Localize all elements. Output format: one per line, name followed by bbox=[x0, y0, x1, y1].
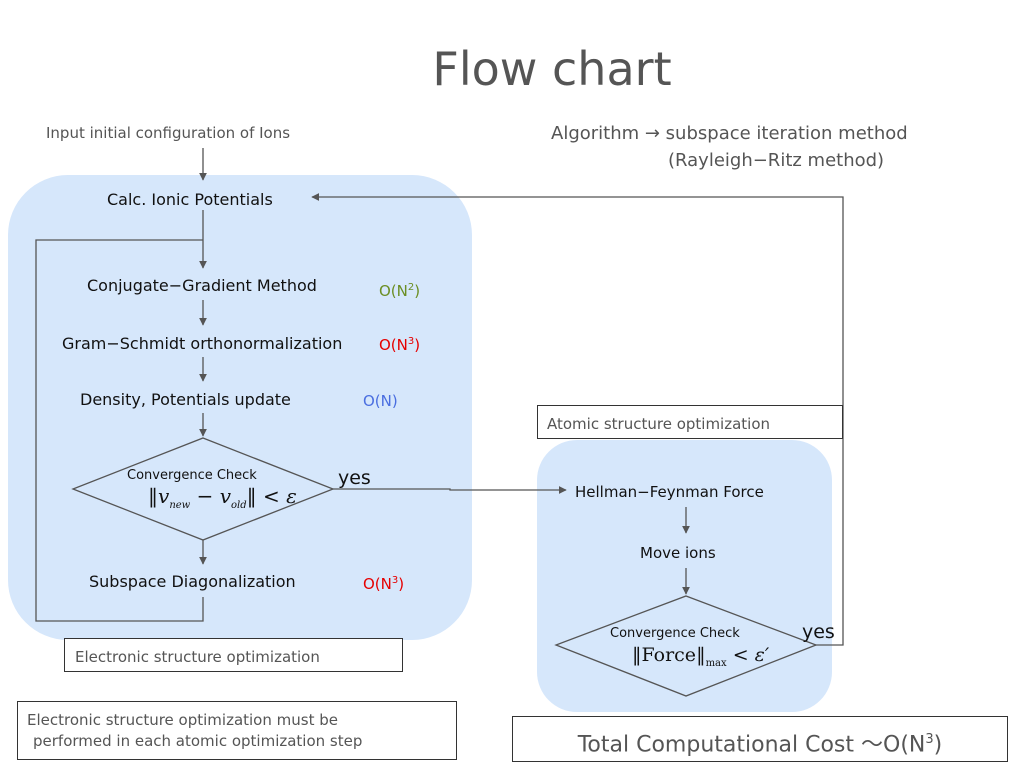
note-line-2: performed in each atomic optimization st… bbox=[33, 732, 363, 750]
step-conjugate-gradient: Conjugate−Gradient Method bbox=[87, 276, 317, 295]
algorithm-line-2: (Rayleigh−Ritz method) bbox=[668, 150, 885, 171]
cost-density: O(N) bbox=[363, 392, 398, 410]
atomic-optimization-label: Atomic structure optimization bbox=[537, 405, 843, 439]
page-title: Flow chart bbox=[432, 42, 672, 96]
electronic-convergence-diamond bbox=[71, 437, 335, 541]
step-gram-schmidt: Gram−Schmidt orthonormalization bbox=[62, 334, 343, 353]
loop-line bbox=[35, 239, 204, 622]
step-density-update: Density, Potentials update bbox=[80, 390, 291, 409]
atomic-convergence-diamond bbox=[554, 595, 818, 697]
atomic-yes-label: yes bbox=[802, 621, 835, 643]
electronic-check-title: Convergence Check bbox=[127, 468, 257, 483]
electronic-yes-label: yes bbox=[338, 467, 371, 489]
cost-cg: O(N2) bbox=[379, 282, 421, 300]
algorithm-line-1: Algorithm → subspace iteration method bbox=[551, 123, 908, 144]
total-cost-box: Total Computational Cost ～O(N3) bbox=[512, 716, 1008, 762]
cost-subspace: O(N3) bbox=[363, 575, 405, 593]
step-move-ions: Move ions bbox=[640, 544, 716, 562]
arrow-yes-to-force bbox=[333, 486, 567, 494]
electronic-check-formula: ‖vnew − vold‖ < ε bbox=[148, 484, 297, 511]
step-calc-ionic-potentials: Calc. Ionic Potentials bbox=[107, 190, 273, 209]
step-subspace-diagonalization: Subspace Diagonalization bbox=[89, 572, 296, 591]
input-label: Input initial configuration of Ions bbox=[46, 124, 291, 142]
step-hellman-feynman-force: Hellman−Feynman Force bbox=[575, 483, 764, 501]
electronic-region bbox=[8, 175, 472, 640]
arrow-yes-to-calc bbox=[311, 193, 844, 646]
atomic-check-title: Convergence Check bbox=[610, 626, 740, 641]
atomic-check-formula: ‖Force‖max < ε′ bbox=[632, 644, 770, 669]
electronic-optimization-label: Electronic structure optimization bbox=[64, 638, 403, 672]
cost-gs: O(N3) bbox=[379, 336, 421, 354]
note-line-1: Electronic structure optimization must b… bbox=[27, 711, 338, 729]
note-box: Electronic structure optimization must b… bbox=[17, 701, 457, 760]
